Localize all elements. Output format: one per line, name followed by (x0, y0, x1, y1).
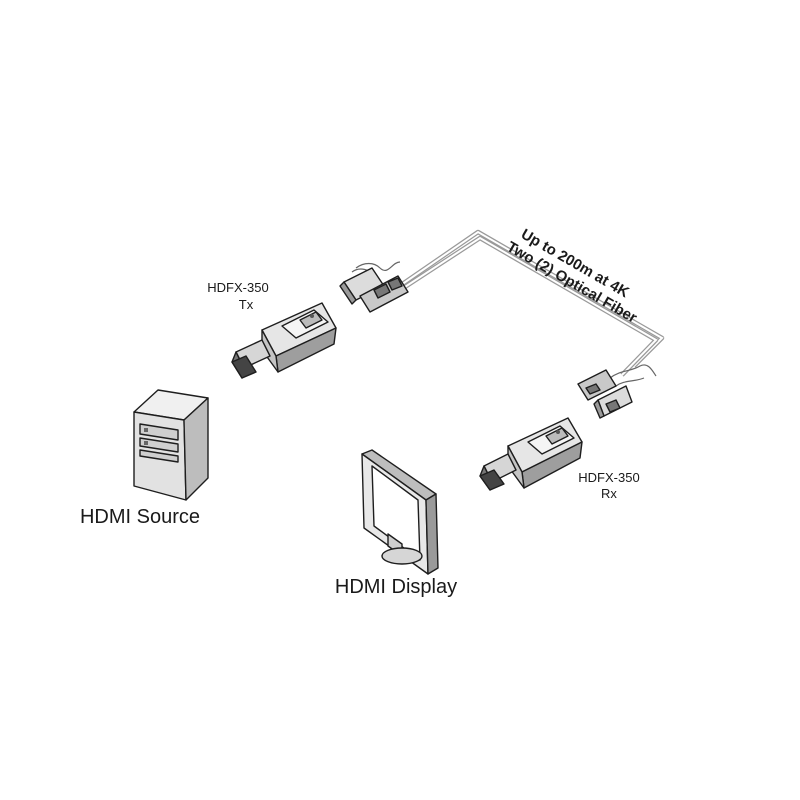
tx-transmitter-unit (231, 302, 337, 379)
hdmi-display-label: HDMI Display (335, 576, 457, 598)
tx-role-label: Tx (239, 297, 254, 312)
tx-model-label: HDFX-350 (207, 280, 268, 295)
fiber-cable (383, 229, 665, 377)
monitor (361, 449, 439, 575)
hdmi-source-label: HDMI Source (80, 506, 200, 528)
rx-model-label: HDFX-350 (578, 470, 639, 485)
tx-fiber-connectors (339, 261, 409, 313)
rx-fiber-connectors (577, 364, 657, 419)
rx-role-label: Rx (601, 486, 617, 501)
rx-receiver-unit (479, 417, 583, 491)
pc-tower (133, 389, 209, 501)
